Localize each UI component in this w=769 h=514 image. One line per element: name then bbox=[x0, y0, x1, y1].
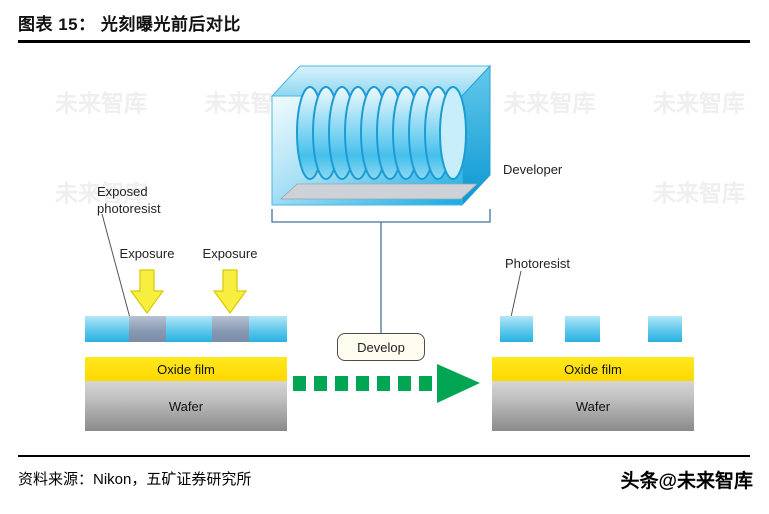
figure-title: 图表 15： 光刻曝光前后对比 bbox=[18, 15, 241, 34]
toutiao-watermark: 头条@未来智库 bbox=[620, 471, 753, 492]
right-photoresist-row bbox=[492, 316, 694, 342]
exposure-label: Exposure bbox=[119, 246, 175, 261]
left-photoresist-layer bbox=[85, 316, 287, 342]
oxide-film-label: Oxide film bbox=[564, 361, 622, 377]
background-watermark-text: 未来智库 bbox=[653, 180, 745, 206]
developer-label: Developer bbox=[503, 162, 563, 177]
left-wafer-layer: Wafer bbox=[85, 381, 287, 431]
photoresist-pointer-line bbox=[510, 270, 522, 318]
process-arrow-icon bbox=[293, 364, 480, 403]
header-divider bbox=[18, 40, 750, 43]
bracket-line bbox=[271, 209, 491, 333]
developer-tank bbox=[270, 64, 492, 207]
right-oxide-film-layer: Oxide film bbox=[492, 357, 694, 381]
develop-step-box: Develop bbox=[337, 333, 425, 361]
footer-divider bbox=[18, 455, 750, 457]
wafer-label: Wafer bbox=[168, 398, 204, 414]
oxide-film-label: Oxide film bbox=[157, 361, 215, 377]
tank-front-face bbox=[271, 95, 463, 206]
tank-tray bbox=[279, 183, 479, 200]
exposed-region bbox=[212, 316, 249, 342]
background-watermark-row: 未来智库 未来智库 未来智库 未来智库 未来智库 bbox=[55, 84, 745, 118]
photoresist-label: Photoresist bbox=[505, 256, 571, 271]
photoresist-block bbox=[648, 316, 682, 342]
exposure-arrow-icon bbox=[129, 269, 165, 315]
background-watermark-text: 未来智库 bbox=[653, 90, 745, 116]
exposed-region bbox=[129, 316, 166, 342]
wafer-label: Wafer bbox=[575, 398, 611, 414]
photoresist-block bbox=[565, 316, 600, 342]
exposure-label: Exposure bbox=[202, 246, 258, 261]
develop-step-label: Develop bbox=[357, 339, 405, 355]
right-wafer-layer: Wafer bbox=[492, 381, 694, 431]
exposure-arrow-icon bbox=[212, 269, 248, 315]
developer-coil-icon bbox=[296, 86, 467, 180]
tank-right-face bbox=[461, 64, 491, 207]
photoresist-block bbox=[500, 316, 533, 342]
exposed-photoresist-pointer-line bbox=[101, 213, 131, 319]
left-oxide-film-layer: Oxide film bbox=[85, 357, 287, 381]
background-watermark-text: 未来智库 bbox=[503, 90, 596, 116]
source-note: 资料来源：Nikon，五矿证券研究所 bbox=[18, 471, 252, 488]
background-watermark-text: 未来智库 bbox=[354, 90, 446, 116]
exposed-photoresist-label: Exposed photoresist bbox=[97, 184, 161, 216]
background-watermark-text: 未来智库 bbox=[55, 90, 147, 116]
background-watermark-text: 未来智库 bbox=[204, 90, 297, 116]
tank-top-face bbox=[270, 65, 492, 97]
